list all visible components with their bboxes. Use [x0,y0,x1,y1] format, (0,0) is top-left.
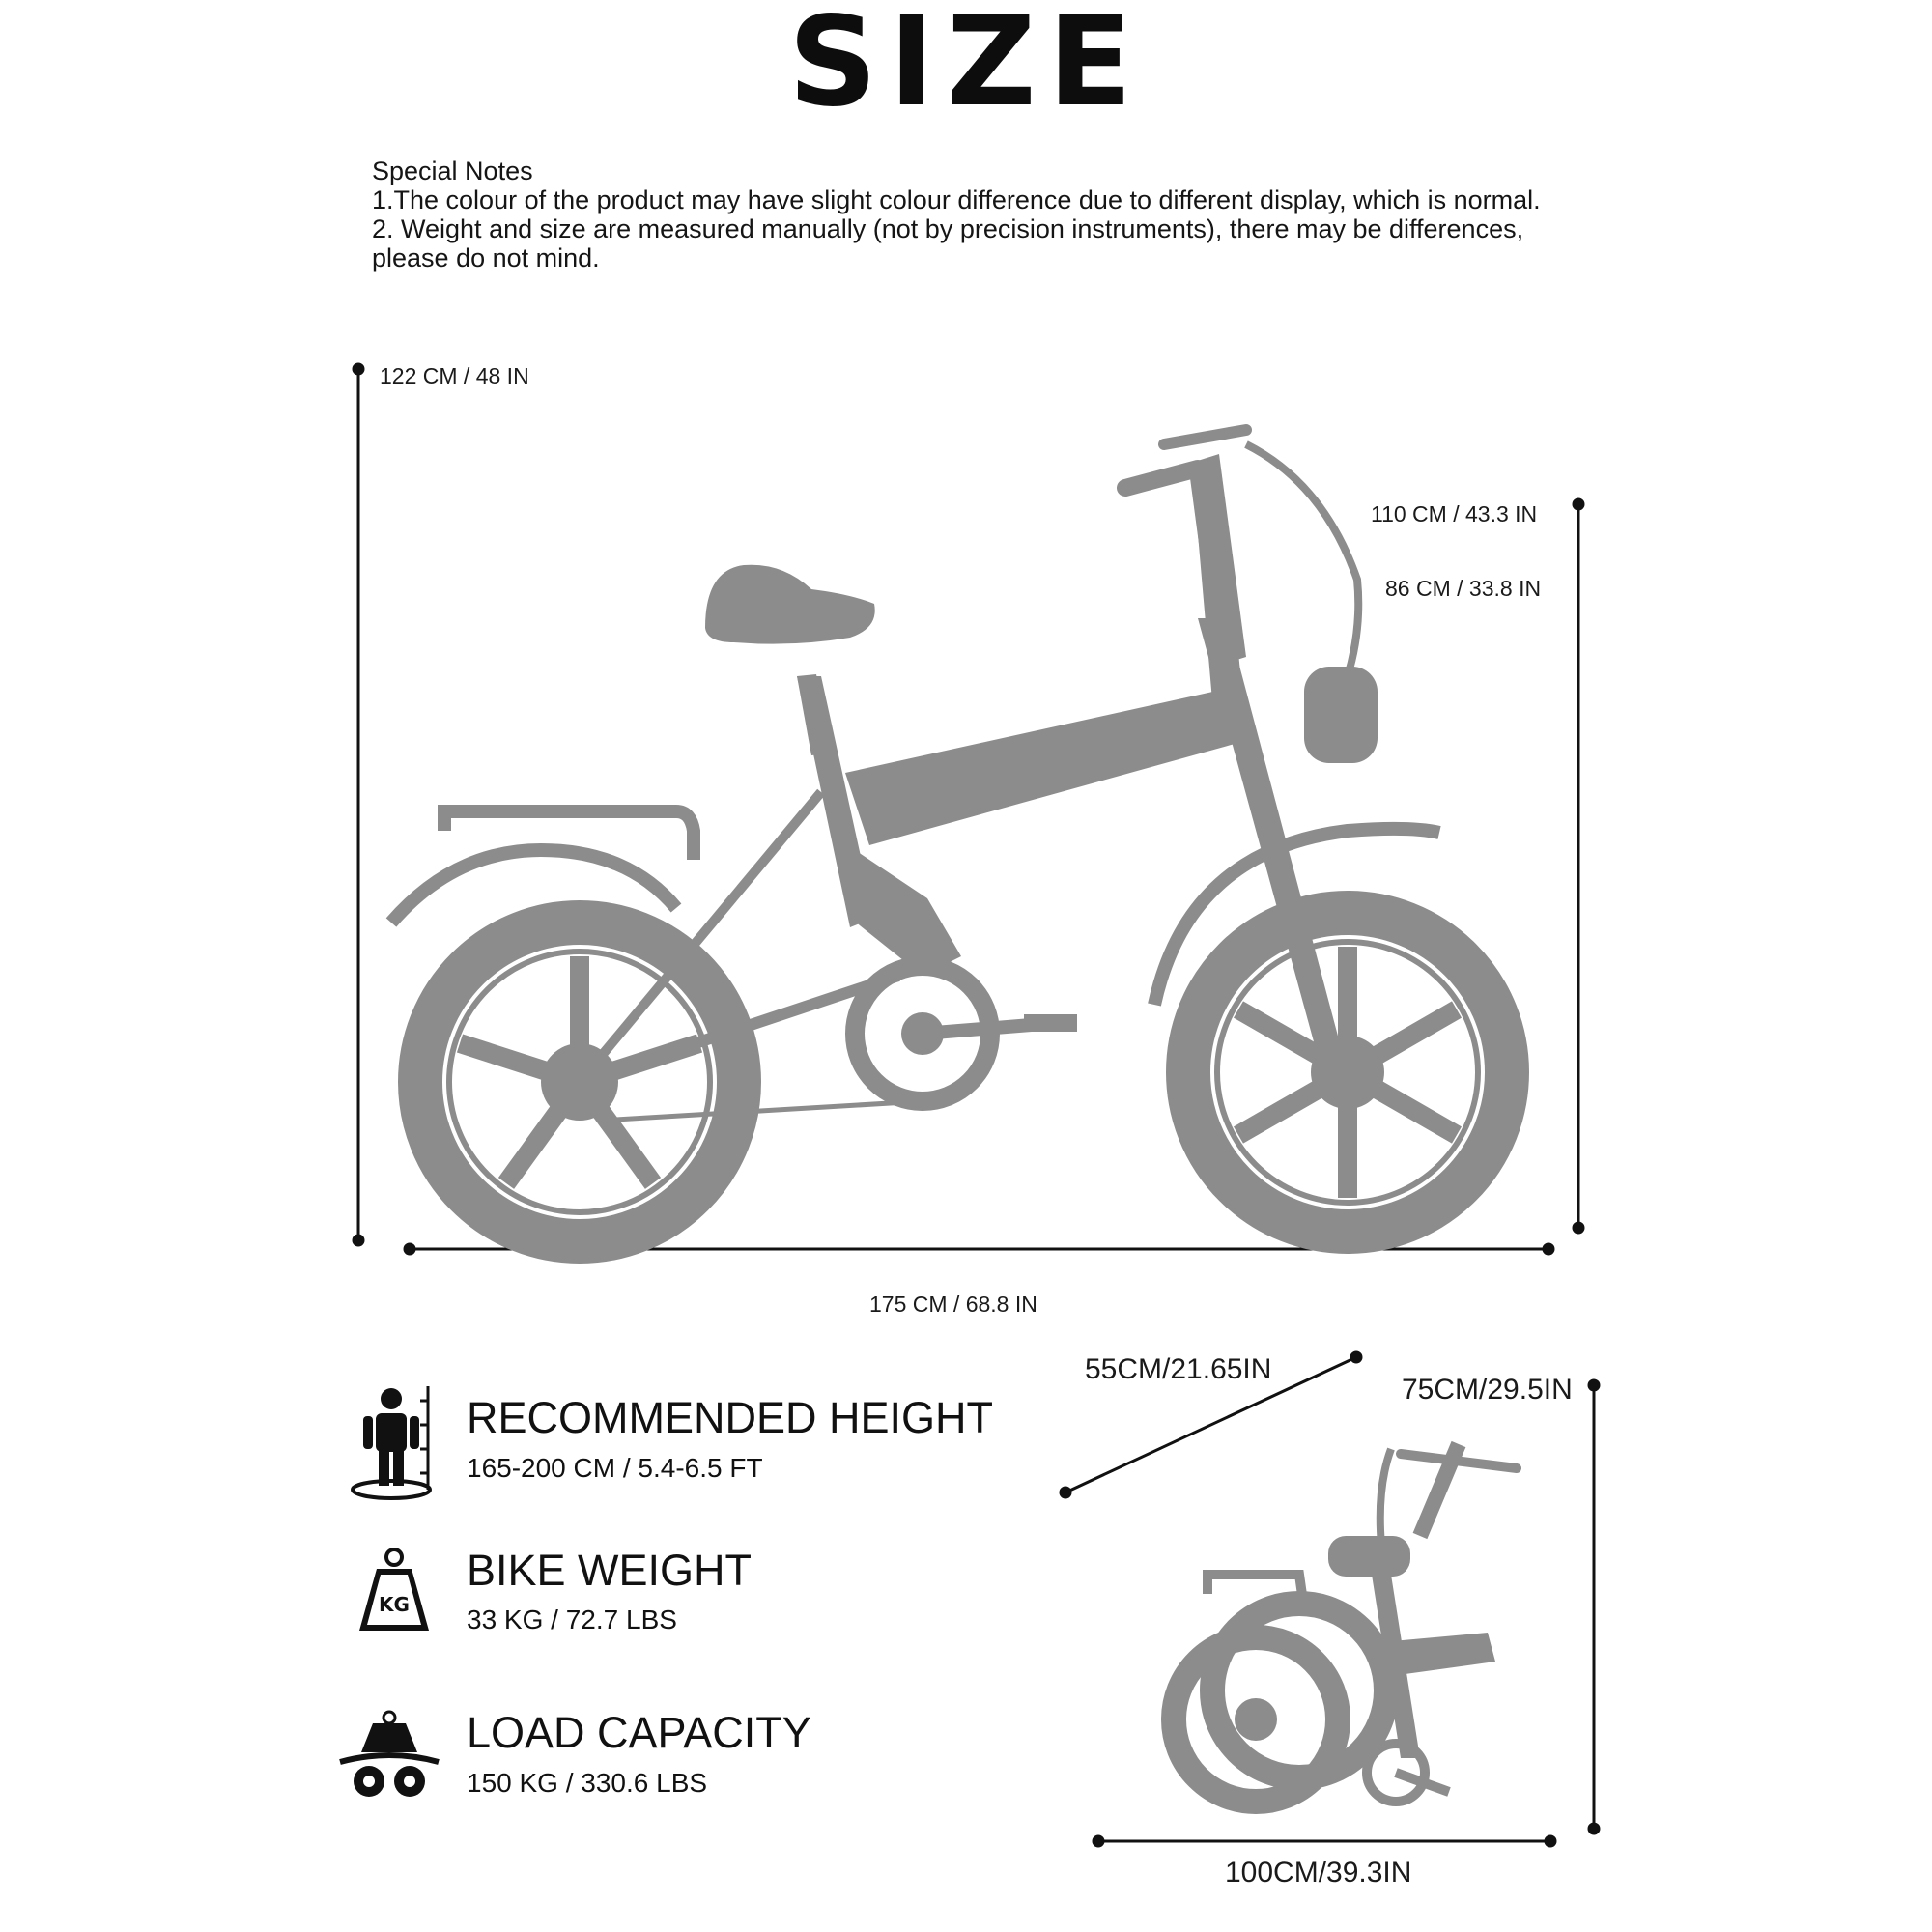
folded-length-line-dot-left [1092,1834,1105,1848]
folded-width-line-dot-right [1350,1350,1363,1364]
folded-cable [1376,1447,1395,1547]
handlebar-height-line-dot-top [1572,497,1585,511]
brake-cable [1244,440,1363,678]
notes-line-3: please do not mind. [372,243,600,272]
person-height-icon [351,1386,432,1500]
front-wheel [1166,891,1529,1254]
spec-title-load-capacity: LOAD CAPACITY [467,1708,811,1757]
stem [1188,454,1246,667]
front-fender [1148,821,1441,1007]
crank-arm [922,1017,1044,1040]
dim-folded-height: 75CM/29.5IN [1402,1374,1573,1406]
folded-width-line [1065,1355,1357,1494]
notes-line-1: 1.The colour of the product may have sli… [372,185,1541,214]
rear-fender [385,842,682,927]
bike-silhouette [385,424,1529,1264]
weight-kg-icon: KG [359,1548,429,1631]
folded-frame [1381,1633,1495,1676]
notes-heading: Special Notes [372,156,533,185]
spec-value-load-capacity: 150 KG / 330.6 LBS [467,1768,708,1798]
saddle [705,564,875,644]
folded-height-line-dot-bottom [1587,1822,1601,1835]
total-height-line-dot-top [352,362,365,376]
folded-width-line-dot-left [1059,1486,1072,1499]
chain [598,1098,923,1123]
handlebar-height-line-dot-bottom [1572,1221,1585,1235]
handlebar-top [1158,424,1252,450]
folded-rack [1203,1570,1309,1609]
length-line-dot-left [403,1242,416,1256]
rear-rack [438,805,700,860]
folded-chainring [1362,1739,1430,1806]
folded-bike-silhouette [1161,1440,1521,1814]
page-title: SIZE [787,0,1145,134]
seat-stay [576,788,825,1086]
weight-kg-icon-text: KG [379,1593,410,1616]
folded-length-line-dot-right [1544,1834,1557,1848]
handlebar-grip [1117,460,1207,497]
spec-title-bike-weight: BIKE WEIGHT [467,1546,753,1595]
folded-height-line-dot-top [1587,1378,1601,1392]
folded-saddle [1328,1536,1410,1577]
dim-total-height: 122 CM / 48 IN [380,363,529,388]
pedal [1024,1014,1077,1032]
spec-value-recommended-height: 165-200 CM / 5.4-6.5 FT [467,1453,763,1483]
seat-post [797,674,831,755]
load-capacity-icon [339,1710,440,1797]
folded-rear-wheel [1161,1625,1350,1814]
length-line-dot-right [1542,1242,1555,1256]
headlight [1304,667,1378,763]
folded-front-wheel [1200,1591,1399,1790]
spec-value-bike-weight: 33 KG / 72.7 LBS [467,1605,677,1634]
dim-seat-height: 86 CM / 33.8 IN [1385,576,1542,601]
rear-triangle [840,840,961,976]
notes-line-2: 2. Weight and size are measured manually… [372,214,1524,243]
total-height-line-dot-bottom [352,1234,365,1247]
chain-stay [578,970,900,1088]
folded-handlebar [1396,1449,1521,1473]
spec-title-recommended-height: RECOMMENDED HEIGHT [467,1393,994,1442]
folded-crank [1394,1768,1451,1797]
dim-length: 175 CM / 68.8 IN [869,1292,1037,1317]
dim-folded-width: 55CM/21.65IN [1085,1353,1272,1385]
special-notes: Special Notes 1.The colour of the produc… [372,156,1541,272]
main-tube [845,691,1235,845]
dim-folded-length: 100CM/39.3IN [1225,1857,1412,1889]
dim-handlebar-height: 110 CM / 43.3 IN [1371,501,1538,526]
